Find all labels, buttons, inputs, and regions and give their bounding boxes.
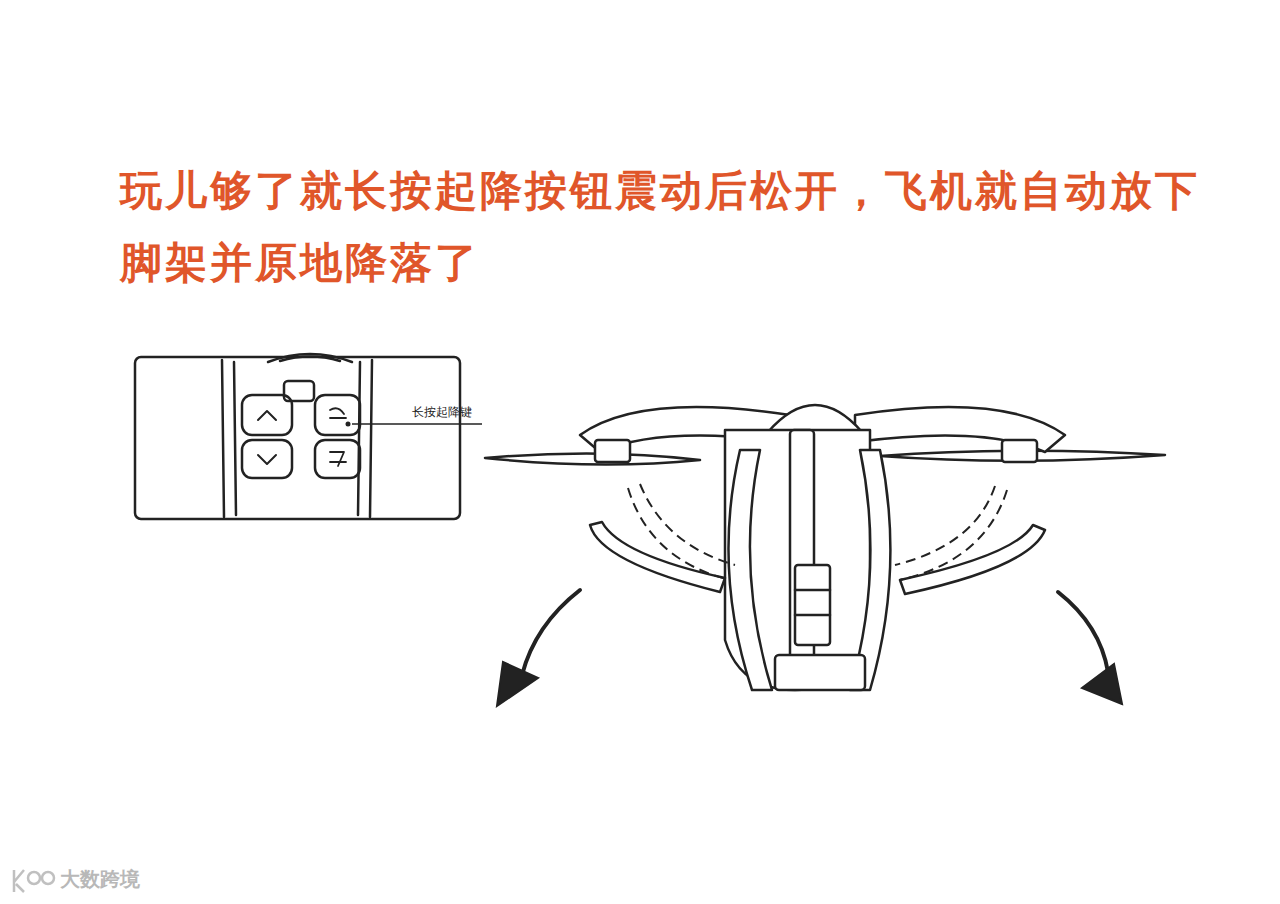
title-text: 玩儿够了就长按起降按钮震动后松开，飞机就自动放下脚架并原地降落了 <box>120 155 1230 299</box>
drone <box>485 405 1165 690</box>
watermark-logo <box>14 870 54 892</box>
folded-legs <box>628 484 1007 580</box>
callout-label: 长按起降键 <box>412 404 472 421</box>
watermark: 大数跨境 <box>60 866 140 893</box>
motion-arrows <box>497 590 1122 706</box>
leader-line <box>352 423 482 425</box>
remote-control <box>135 354 460 519</box>
